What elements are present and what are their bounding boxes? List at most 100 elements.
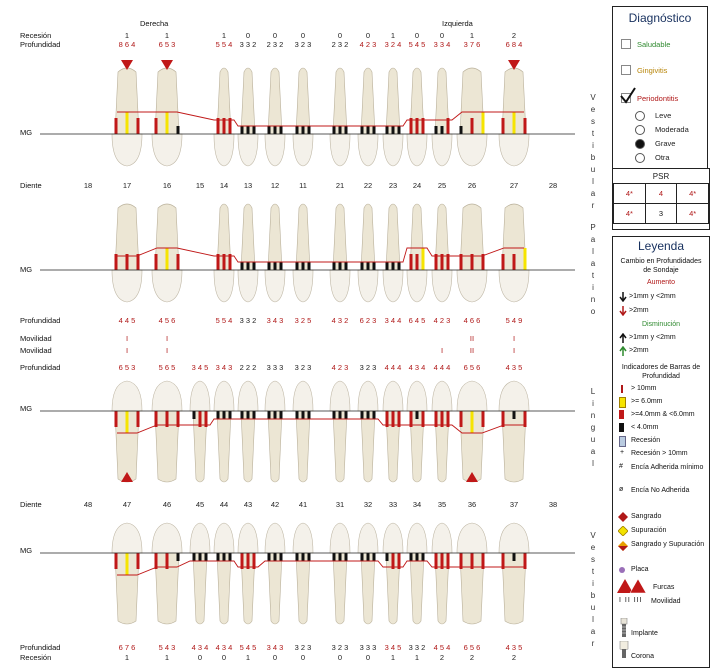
saludable-checkbox[interactable] — [621, 39, 631, 49]
arrow-down-red-icon — [619, 306, 627, 316]
depth-bar — [295, 126, 299, 134]
depth-bar — [360, 411, 364, 419]
chart-value: 0 — [272, 653, 278, 662]
furca-icon — [161, 60, 173, 70]
label-mg-lower-ling: MG — [20, 404, 33, 413]
chart-value: II — [469, 346, 475, 355]
depth-bar — [114, 254, 118, 270]
depth-bar — [440, 254, 444, 270]
furcas-icon — [617, 579, 647, 593]
depth-bar — [446, 118, 450, 134]
tooth-12 — [431, 522, 453, 625]
chart-value: 47 — [122, 500, 132, 509]
leyenda-indicadores: Indicadores de Barras de Profundidad — [621, 364, 701, 380]
gingivitis-checkbox[interactable] — [621, 65, 631, 75]
chart-value: 0 — [197, 653, 203, 662]
furca-icon — [508, 60, 520, 70]
tooth-10 — [382, 203, 404, 303]
chart-value: I — [125, 346, 129, 355]
label-mg-lower-vest: MG — [20, 546, 33, 555]
depth-bar — [385, 553, 389, 561]
depth-bar — [391, 262, 395, 270]
depth-bar — [512, 112, 516, 134]
depth-bar — [252, 262, 256, 270]
depth-bar — [222, 254, 226, 270]
tooth-10 — [382, 522, 404, 625]
depth-bar — [470, 411, 474, 433]
upper-palatal-teeth — [40, 203, 575, 303]
depth-bar — [440, 553, 444, 569]
chart-value: 21 — [335, 181, 345, 190]
depth-bar — [501, 553, 505, 569]
tooth-2 — [151, 522, 183, 625]
depth-bar — [240, 126, 244, 134]
chart-value: I — [125, 334, 129, 343]
tooth-13 — [456, 67, 488, 167]
depth-bar — [344, 262, 348, 270]
chart-value: 4 2 3 — [359, 40, 377, 49]
depth-bar — [136, 118, 140, 134]
severity-radio-grave[interactable] — [635, 139, 645, 149]
chart-value: 3 3 3 — [266, 363, 284, 372]
chart-value: 1 — [124, 653, 130, 662]
depth-bar — [246, 411, 250, 419]
depth-bar — [240, 553, 244, 569]
depth-bar — [459, 254, 463, 270]
depth-bar — [114, 118, 118, 134]
chart-value: 27 — [509, 181, 519, 190]
depth-bar — [512, 411, 516, 419]
chart-value: 6 7 6 — [118, 643, 136, 652]
depth-bar — [512, 254, 516, 270]
depth-bar — [295, 553, 299, 561]
chart-value: 16 — [162, 181, 172, 190]
furca-icon — [121, 472, 133, 482]
leyenda-disminucion: Disminución — [641, 321, 681, 328]
chart-value: 1 — [164, 653, 170, 662]
chart-value: 1 — [245, 653, 251, 662]
chart-value: 11 — [299, 181, 307, 190]
chart-value: 4 4 4 — [384, 363, 402, 372]
placa-icon — [619, 567, 625, 573]
severity-radio-moderada[interactable] — [635, 125, 645, 135]
psr-panel: PSR 4* 4 4* 4* 3 4* — [612, 168, 710, 230]
header-izquierda: Izquierda — [442, 19, 473, 28]
depth-bar — [372, 126, 376, 134]
psr-title: PSR — [652, 172, 670, 181]
chart-value: 2 — [511, 653, 517, 662]
chart-value: 3 4 5 — [384, 643, 402, 652]
tooth-13 — [456, 380, 488, 483]
depth-bar — [459, 411, 463, 427]
depth-bar — [192, 411, 196, 419]
chart-value: 6 2 3 — [359, 316, 377, 325]
chart-value: 5 5 4 — [215, 316, 233, 325]
leyenda-movilidad: Movilidad — [651, 598, 681, 605]
chart-value: 0 — [272, 31, 278, 40]
depth-bar — [279, 262, 283, 270]
psr-cell: 4* — [613, 203, 646, 224]
chart-value: I — [165, 334, 169, 343]
depth-bar — [154, 553, 158, 569]
depth-bar — [344, 553, 348, 561]
depth-bar — [434, 411, 438, 427]
severity-radio-otra[interactable] — [635, 153, 645, 163]
tooth-4 — [213, 380, 235, 483]
chart-value: 43 — [243, 500, 253, 509]
depth-bar — [372, 411, 376, 419]
depth-bar — [252, 411, 256, 419]
severity-radio-leve[interactable] — [635, 111, 645, 121]
chart-value: 3 3 2 — [239, 40, 257, 49]
leyenda-panel: Leyenda Cambio en Profundidades de Sonda… — [612, 236, 710, 668]
depth-bar — [397, 553, 401, 569]
chart-value: 4 5 4 — [433, 643, 451, 652]
depth-bar — [136, 411, 140, 427]
chart-value: 6 5 6 — [463, 363, 481, 372]
tooth-12 — [431, 380, 453, 483]
depth-bar — [252, 553, 256, 569]
psr-cell: 4* — [676, 183, 709, 204]
depth-bar — [338, 411, 342, 419]
depth-bar — [154, 118, 158, 134]
chart-value: 3 3 4 — [433, 40, 451, 49]
tooth-14 — [498, 67, 530, 167]
